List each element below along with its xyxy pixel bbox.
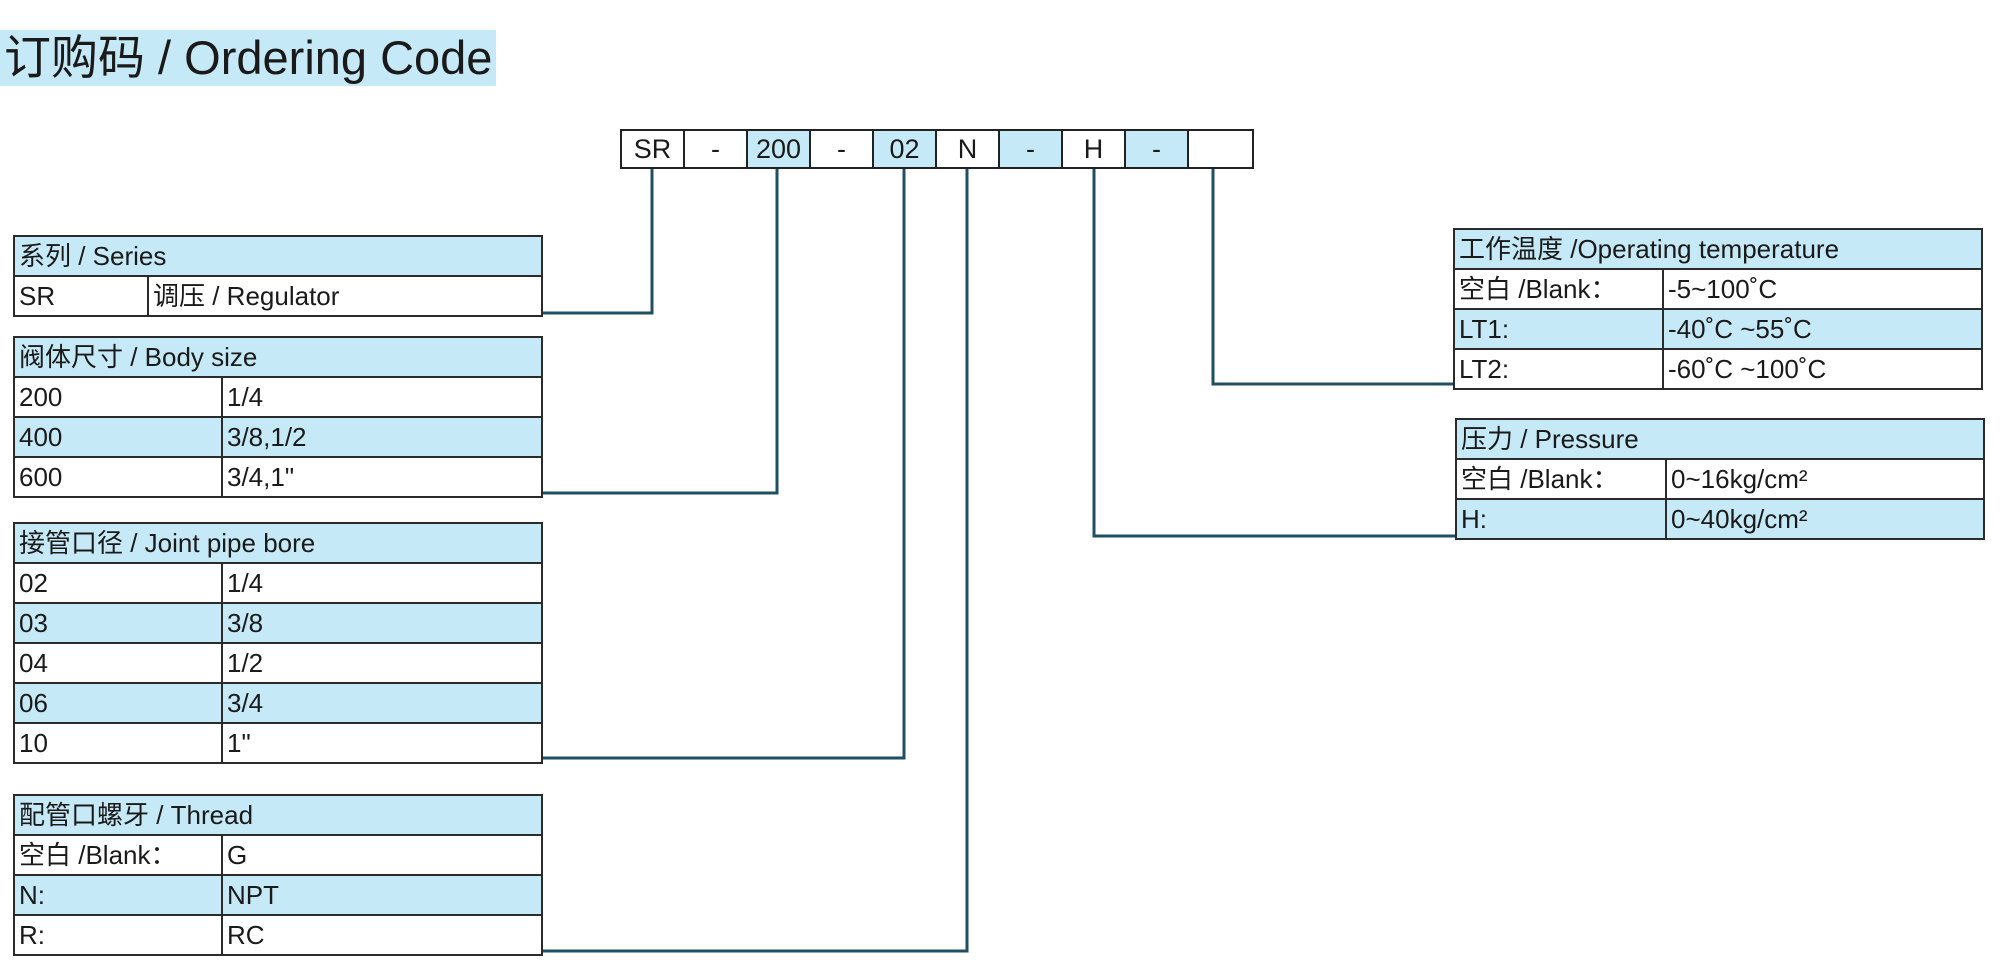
table-row: 600 3/4,1" [13, 456, 543, 498]
table-cell-value: 3/8,1/2 [221, 416, 543, 458]
table-cell-code: 空白 /Blank： [1455, 458, 1667, 500]
table-cell-value: 1/4 [221, 562, 543, 604]
table-cell-value: 3/4 [221, 682, 543, 724]
table-header: 压力 / Pressure [1455, 418, 1985, 460]
code-cell-series: SR [622, 131, 685, 167]
table-header: 阀体尺寸 / Body size [13, 336, 543, 378]
table-cell-value: 调压 / Regulator [147, 275, 543, 317]
body-size-table: 阀体尺寸 / Body size 200 1/4 400 3/8,1/2 600… [13, 336, 543, 498]
code-cell-separator: - [811, 131, 874, 167]
table-cell-code: 200 [13, 376, 223, 418]
table-row: 空白 /Blank： 0~16kg/cm² [1455, 458, 1985, 500]
connector-series [543, 169, 654, 315]
table-row: 400 3/8,1/2 [13, 416, 543, 458]
table-row: H: 0~40kg/cm² [1455, 498, 1985, 540]
table-header: 配管口螺牙 / Thread [13, 794, 543, 836]
table-cell-code: 10 [13, 722, 223, 764]
table-row: 02 1/4 [13, 562, 543, 604]
code-cell-separator: - [1000, 131, 1063, 167]
table-cell-code: 空白 /Blank： [13, 834, 223, 876]
table-cell-value: 0~16kg/cm² [1665, 458, 1985, 500]
table-cell-code: 空白 /Blank： [1453, 268, 1664, 310]
table-row: R: RC [13, 914, 543, 956]
code-cell-separator: - [685, 131, 748, 167]
table-row: 200 1/4 [13, 376, 543, 418]
code-cell-separator: - [1126, 131, 1189, 167]
table-header: 工作温度 /Operating temperature [1453, 228, 1983, 270]
joint-bore-table: 接管口径 / Joint pipe bore 02 1/4 03 3/8 04 … [13, 522, 543, 764]
table-row: 06 3/4 [13, 682, 543, 724]
code-cell-temperature [1189, 131, 1252, 167]
ordering-code-bar: SR - 200 - 02 N - H - [620, 129, 1254, 169]
connector-body-size [543, 169, 779, 495]
table-row: LT2: -60˚C ~100˚C [1453, 348, 1983, 390]
table-cell-value: -5~100˚C [1662, 268, 1983, 310]
series-table: 系列 / Series SR 调压 / Regulator [13, 235, 543, 317]
table-cell-value: 1" [221, 722, 543, 764]
table-cell-value: 0~40kg/cm² [1665, 498, 1985, 540]
table-cell-value: 1/2 [221, 642, 543, 684]
connector-thread [543, 169, 969, 953]
table-cell-value: NPT [221, 874, 543, 916]
page-title: 订购码 / Ordering Code [0, 30, 497, 86]
table-cell-value: 3/4,1" [221, 456, 543, 498]
pressure-table: 压力 / Pressure 空白 /Blank： 0~16kg/cm² H: 0… [1455, 418, 1985, 540]
code-cell-body-size: 200 [748, 131, 811, 167]
temperature-table: 工作温度 /Operating temperature 空白 /Blank： -… [1453, 228, 1983, 390]
table-cell-code: 600 [13, 456, 223, 498]
table-cell-code: SR [13, 275, 149, 317]
table-row: LT1: -40˚C ~55˚C [1453, 308, 1983, 350]
connector-temperature [1211, 169, 1453, 386]
table-cell-value: -40˚C ~55˚C [1662, 308, 1983, 350]
code-cell-joint-bore: 02 [874, 131, 937, 167]
table-header: 系列 / Series [13, 235, 543, 277]
table-cell-value: G [221, 834, 543, 876]
table-row: 03 3/8 [13, 602, 543, 644]
table-row: 空白 /Blank： G [13, 834, 543, 876]
thread-table: 配管口螺牙 / Thread 空白 /Blank： G N: NPT R: RC [13, 794, 543, 956]
table-cell-code: 400 [13, 416, 223, 458]
table-cell-code: R: [13, 914, 223, 956]
table-cell-value: RC [221, 914, 543, 956]
table-cell-value: -60˚C ~100˚C [1662, 348, 1983, 390]
table-cell-code: N: [13, 874, 223, 916]
connector-pressure [1092, 169, 1455, 538]
table-header: 接管口径 / Joint pipe bore [13, 522, 543, 564]
code-cell-pressure: H [1063, 131, 1126, 167]
code-cell-thread: N [937, 131, 1000, 167]
table-row: 10 1" [13, 722, 543, 764]
table-cell-code: 03 [13, 602, 223, 644]
table-cell-code: 06 [13, 682, 223, 724]
connector-joint-bore [543, 169, 906, 760]
table-cell-code: LT1: [1453, 308, 1664, 350]
table-row: 04 1/2 [13, 642, 543, 684]
table-cell-value: 1/4 [221, 376, 543, 418]
table-row: N: NPT [13, 874, 543, 916]
table-row: SR 调压 / Regulator [13, 275, 543, 317]
table-row: 空白 /Blank： -5~100˚C [1453, 268, 1983, 310]
table-cell-code: 04 [13, 642, 223, 684]
table-cell-code: H: [1455, 498, 1667, 540]
table-cell-code: LT2: [1453, 348, 1664, 390]
table-cell-value: 3/8 [221, 602, 543, 644]
table-cell-code: 02 [13, 562, 223, 604]
